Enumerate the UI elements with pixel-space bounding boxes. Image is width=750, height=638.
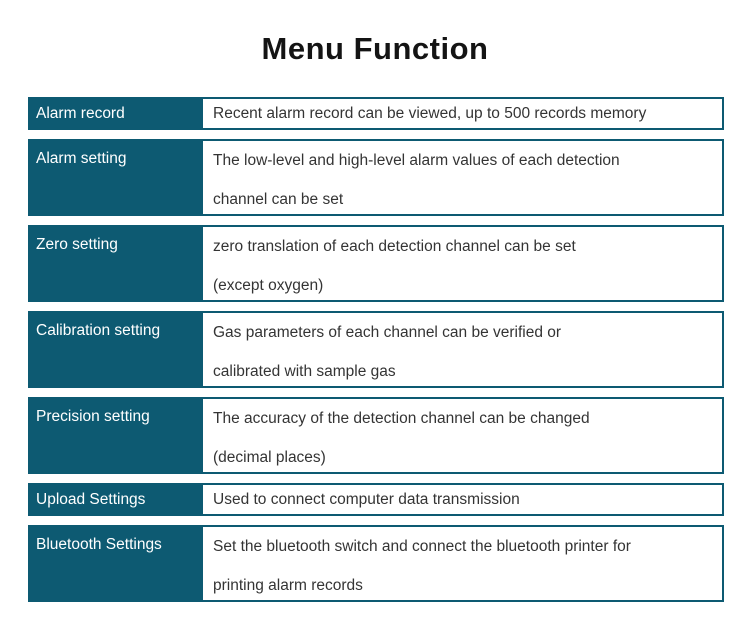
description-line: Gas parameters of each channel can be ve… — [213, 324, 562, 341]
menu-item-description: Set the bluetooth switch and connect the… — [203, 525, 724, 602]
table-row: Calibration setting Gas parameters of ea… — [28, 311, 724, 388]
menu-item-description: The low-level and high-level alarm value… — [203, 139, 724, 216]
description-line: The low-level and high-level alarm value… — [213, 152, 620, 169]
description-line: calibrated with sample gas — [213, 363, 396, 380]
description-line: printing alarm records — [213, 577, 363, 594]
description-line: Recent alarm record can be viewed, up to… — [213, 105, 647, 122]
menu-item-description: Used to connect computer data transmissi… — [203, 483, 724, 516]
description-line: Used to connect computer data transmissi… — [213, 491, 520, 508]
table-row: Bluetooth Settings Set the bluetooth swi… — [28, 525, 724, 602]
menu-item-label: Zero setting — [28, 225, 203, 302]
description-line: The accuracy of the detection channel ca… — [213, 410, 590, 427]
description-line: (except oxygen) — [213, 277, 324, 294]
page-title: Menu Function — [261, 31, 489, 66]
table-row: Precision setting The accuracy of the de… — [28, 397, 724, 474]
description-line: zero translation of each detection chann… — [213, 238, 576, 255]
table-row: Alarm record Recent alarm record can be … — [28, 97, 724, 130]
menu-item-description: Recent alarm record can be viewed, up to… — [203, 97, 724, 130]
menu-item-label: Upload Settings — [28, 483, 203, 516]
table-row: Zero setting zero translation of each de… — [28, 225, 724, 302]
menu-item-label: Calibration setting — [28, 311, 203, 388]
menu-item-label: Alarm record — [28, 97, 203, 130]
menu-item-description: The accuracy of the detection channel ca… — [203, 397, 724, 474]
manual-page: Menu Function Alarm record Recent alarm … — [0, 31, 750, 602]
table-row: Alarm setting The low-level and high-lev… — [28, 139, 724, 216]
menu-item-description: zero translation of each detection chann… — [203, 225, 724, 302]
menu-item-description: Gas parameters of each channel can be ve… — [203, 311, 724, 388]
menu-item-label: Alarm setting — [28, 139, 203, 216]
description-line: Set the bluetooth switch and connect the… — [213, 538, 631, 555]
menu-function-table: Alarm record Recent alarm record can be … — [28, 97, 724, 602]
description-line: channel can be set — [213, 191, 344, 208]
table-row: Upload Settings Used to connect computer… — [28, 483, 724, 516]
menu-item-label: Precision setting — [28, 397, 203, 474]
description-line: (decimal places) — [213, 449, 326, 466]
menu-item-label: Bluetooth Settings — [28, 525, 203, 602]
